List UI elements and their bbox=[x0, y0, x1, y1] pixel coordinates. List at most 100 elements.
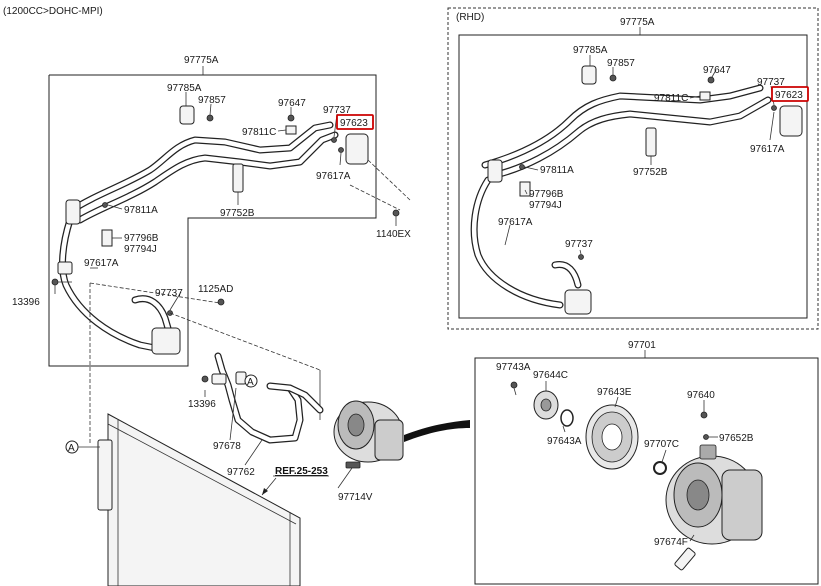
bolt-97857-icon bbox=[206, 114, 214, 122]
rhd-label-97811A[interactable]: 97811A bbox=[540, 165, 574, 176]
rhd-assembly-outline bbox=[458, 34, 808, 319]
engine-variant-note: (1200CC>DOHC-MPI) bbox=[3, 6, 103, 17]
bolt-97714V-icon bbox=[345, 461, 361, 469]
ref-circle-a-left-label: A bbox=[68, 443, 75, 454]
fitting-13396-icon bbox=[211, 373, 227, 385]
label-97701[interactable]: 97701 bbox=[628, 340, 656, 351]
rhd-bracket-icon bbox=[487, 159, 503, 183]
rhd-label-97775A[interactable]: 97775A bbox=[620, 17, 655, 28]
rhd-label-97752B[interactable]: 97752B bbox=[633, 167, 668, 178]
label-97623-highlighted[interactable]: 97623 bbox=[340, 118, 368, 129]
rhd-label-97617A-right[interactable]: 97617A bbox=[750, 144, 785, 155]
ref-circle-a-mid bbox=[244, 374, 258, 388]
fitting-97617A-left-icon bbox=[57, 261, 73, 275]
rhd-muffler bbox=[564, 289, 592, 315]
label-13396-mid[interactable]: 13396 bbox=[188, 399, 216, 410]
label-1125AD[interactable]: 1125AD bbox=[198, 284, 233, 295]
snap-ring-97643A-icon bbox=[560, 409, 574, 427]
rhd-service-valve-icon bbox=[645, 127, 657, 157]
label-97785A[interactable]: 97785A bbox=[167, 83, 202, 94]
rhd-tag: (RHD) bbox=[456, 12, 484, 23]
label-97752B[interactable]: 97752B bbox=[220, 208, 255, 219]
clip-97811C-icon bbox=[285, 125, 297, 135]
label-97737-top[interactable]: 97737 bbox=[323, 105, 351, 116]
bolt-13396-left-icon bbox=[51, 278, 59, 286]
rhd-label-97794J[interactable]: 97794J bbox=[529, 200, 562, 211]
rhd-label-97857[interactable]: 97857 bbox=[607, 58, 635, 69]
pulley-97643E bbox=[585, 404, 639, 470]
rhd-label-97737-top[interactable]: 97737 bbox=[757, 77, 785, 88]
ref-circle-a-mid-label: A bbox=[247, 377, 254, 388]
label-1140EX[interactable]: 1140EX bbox=[376, 229, 411, 240]
label-13396-left[interactable]: 13396 bbox=[12, 297, 40, 308]
rhd-dashed-outline bbox=[447, 7, 819, 330]
rhd-highlight-box-97623 bbox=[771, 86, 809, 102]
compressor-body-detail bbox=[665, 444, 763, 545]
rhd-bolt-97857-icon bbox=[609, 74, 617, 82]
clip-97811A-icon bbox=[102, 202, 108, 208]
liquid-pipe bbox=[76, 131, 339, 224]
bracket-97796B-icon bbox=[101, 229, 113, 247]
compressor-detail-outline bbox=[474, 357, 819, 585]
label-97707C[interactable]: 97707C bbox=[644, 439, 679, 450]
rhd-liquid-pipe bbox=[488, 96, 772, 180]
condenser-tank bbox=[97, 439, 113, 511]
clutch-hub-97644C bbox=[533, 390, 559, 420]
rhd-label-97737-low[interactable]: 97737 bbox=[565, 239, 593, 250]
label-97617A-left[interactable]: 97617A bbox=[84, 258, 119, 269]
label-97714V[interactable]: 97714V bbox=[338, 492, 373, 503]
rhd-receiver-drier-97623 bbox=[779, 105, 803, 137]
rhd-bracket-97796B-icon bbox=[519, 181, 531, 197]
compressor-detail-group: 97701 97743A 97644C 97643A 97643E 97640 … bbox=[474, 340, 819, 585]
label-97743A[interactable]: 97743A bbox=[496, 362, 531, 373]
compressor-small bbox=[333, 400, 404, 463]
bolt-1140EX-icon bbox=[392, 209, 400, 217]
oring-97617A-icon bbox=[338, 147, 344, 153]
label-97796B[interactable]: 97796B bbox=[124, 233, 159, 244]
rhd-label-97623-highlighted[interactable]: 97623 bbox=[775, 90, 803, 101]
label-97762[interactable]: 97762 bbox=[227, 467, 255, 478]
label-97857[interactable]: 97857 bbox=[198, 95, 226, 106]
rhd-label-97811C[interactable]: 97811C bbox=[654, 93, 688, 104]
detail-arrow bbox=[404, 420, 470, 442]
label-97643A[interactable]: 97643A bbox=[547, 436, 582, 447]
bolt-97743A-icon bbox=[510, 381, 518, 389]
valve-97652B-icon bbox=[703, 434, 709, 440]
label-97794J[interactable]: 97794J bbox=[124, 244, 157, 255]
label-97811A[interactable]: 97811A bbox=[124, 205, 158, 216]
rhd-bolt-97647-icon bbox=[707, 76, 715, 84]
rhd-clip-97811A-icon bbox=[519, 164, 525, 170]
rhd-label-97617A-left[interactable]: 97617A bbox=[498, 217, 533, 228]
label-97674F[interactable]: 97674F bbox=[654, 537, 688, 548]
rhd-label-97796B[interactable]: 97796B bbox=[529, 189, 564, 200]
ref-link-25-253[interactable]: REF.25-253 bbox=[275, 466, 328, 477]
main-hose-assembly-group: 97775A bbox=[12, 55, 411, 420]
rhd-clamp-97785A-icon bbox=[581, 65, 597, 85]
label-97647[interactable]: 97647 bbox=[278, 98, 306, 109]
rhd-clip-97811C-icon bbox=[699, 91, 711, 101]
receiver-drier-97623 bbox=[345, 133, 369, 165]
label-97737-mid[interactable]: 97737 bbox=[155, 288, 183, 299]
bolt-1125AD-icon bbox=[217, 298, 225, 306]
label-97775A[interactable]: 97775A bbox=[184, 55, 219, 66]
highlight-box-97623 bbox=[336, 114, 374, 130]
rhd-label-97647[interactable]: 97647 bbox=[703, 65, 731, 76]
condenser-area-group: A 13396 97678 97762 A REF.25-253 97714V bbox=[65, 283, 470, 586]
label-97617A-top[interactable]: 97617A bbox=[316, 171, 351, 182]
label-97644C[interactable]: 97644C bbox=[533, 370, 568, 381]
rhd-oring-97737-low-icon bbox=[578, 254, 584, 260]
rhd-label-97785A[interactable]: 97785A bbox=[573, 45, 608, 56]
bracket-left-icon bbox=[65, 199, 81, 225]
label-97652B[interactable]: 97652B bbox=[719, 433, 754, 444]
label-97640[interactable]: 97640 bbox=[687, 390, 715, 401]
label-97811C[interactable]: 97811C bbox=[242, 127, 276, 138]
label-97643E[interactable]: 97643E bbox=[597, 387, 632, 398]
rhd-oring-icon bbox=[771, 105, 777, 111]
fitting-97678-icon bbox=[235, 371, 247, 385]
label-97678[interactable]: 97678 bbox=[213, 441, 241, 452]
oring-97737-icon bbox=[331, 137, 337, 143]
suction-pipe bbox=[68, 121, 334, 214]
condenser bbox=[107, 413, 301, 586]
bolt-13396-mid-icon bbox=[201, 375, 209, 383]
